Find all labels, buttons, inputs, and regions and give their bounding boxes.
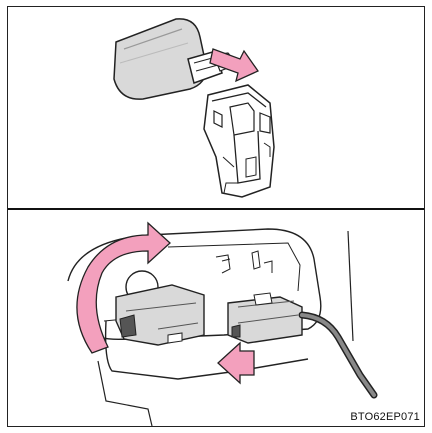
push-arrow-icon [218,343,254,383]
step-panel-remove-bulb [8,7,424,208]
step-panel-install-connector [8,211,424,426]
install-connector-illustration [8,211,425,426]
illustration-frame: BTO62EP071 [7,6,425,427]
pull-out-arrow-icon [210,49,258,81]
section-divider [8,208,424,210]
figure-code: BTO62EP071 [350,411,420,423]
socket-icon [204,85,274,197]
socket-icon [116,271,204,345]
remove-bulb-illustration [8,7,425,208]
